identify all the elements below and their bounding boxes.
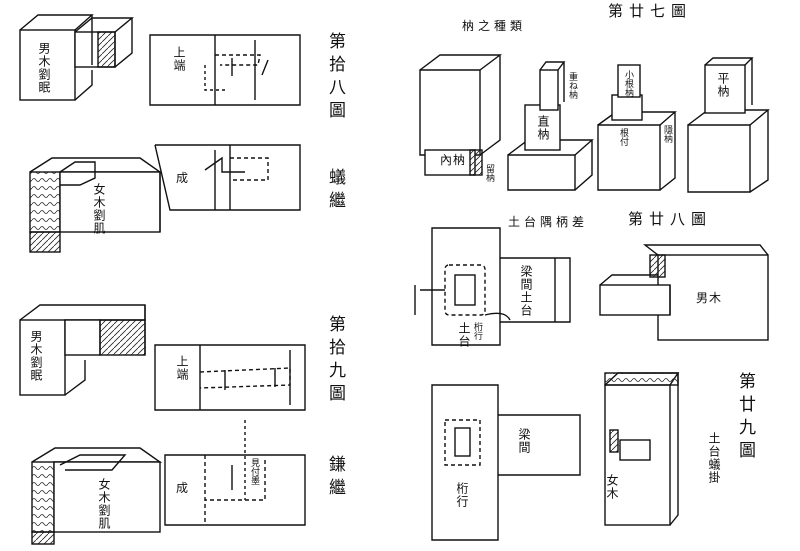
fig28-plan [414,227,571,346]
fig19-plan-lower [164,420,306,526]
fig18-plan-lower [154,144,301,211]
fig18-female-label: 女木劉肌 [92,183,106,235]
fig27-seat-label: 根付 [618,128,628,146]
fig18-name: 蟻繼 [325,168,345,214]
fig29-title: 第廿九圖 [735,372,755,464]
fig19-male-block [19,304,146,396]
fig18-upper-label: 上端 [172,46,186,72]
fig27-title: 第廿七圖 [608,2,693,20]
fig19-plan-upper [154,344,306,411]
fig27-subtitle: 枘之種類 [462,19,527,33]
fig27-small-label: 小根枘 [623,70,633,97]
fig28-corner-block [599,244,769,341]
fig29-subtitle: 土台蟻掛 [707,432,721,484]
fig29-beam-label: 梁間 [517,428,531,454]
fig18-male-label: 男木劉眠 [37,42,51,94]
fig27-flat-tenon [687,57,770,193]
fig27-flat-label: 平枘 [716,72,730,98]
fig28-male-label: 男木 [696,291,723,305]
fig18-complete-label: 成 [176,171,190,185]
fig29-post [604,372,680,526]
fig19-complete-label: 成 [176,481,190,495]
fig19-title: 第拾九圖 [325,315,345,407]
fig18-male-block [19,14,134,101]
fig19-name: 鎌繼 [325,455,345,501]
fig27-straight-label: 直枘 [536,115,550,141]
fig28-title: 第廿八圖 [628,210,713,228]
fig29-plan [431,384,581,541]
fig27-straight-tenon [507,61,594,191]
fig27-small-tenon [597,64,677,191]
fig18-title: 第拾八圖 [325,32,345,124]
fig27-inner-label: 內枘 [440,153,467,167]
fig19-male-label: 男木劉眠 [29,330,43,382]
fig27-shoulder-label: 重ね枘 [567,72,577,99]
fig29-female-label: 女木 [605,474,619,500]
fig28-corner-label: 梁間土台 [519,265,533,317]
fig19-upper-label: 上端 [175,355,189,381]
fig19-female-block [31,447,163,545]
fig18-female-block [29,157,163,253]
fig28-sill-label: 土台 [457,322,471,348]
fig28-subtitle: 土台隅柄差 [508,215,589,229]
fig28-beam-label: 桁行 [472,322,482,340]
fig19-mid-label: 見付墨 [249,458,259,485]
fig27-hidden-label: 隱枘 [662,125,672,143]
fig29-row-label: 桁行 [455,482,469,508]
fig18-plan-upper [149,34,301,106]
fig27-inner-tenon [419,54,503,176]
fig27-joint-label: 留枘 [484,164,494,182]
fig19-female-label: 女木劉肌 [97,478,111,530]
